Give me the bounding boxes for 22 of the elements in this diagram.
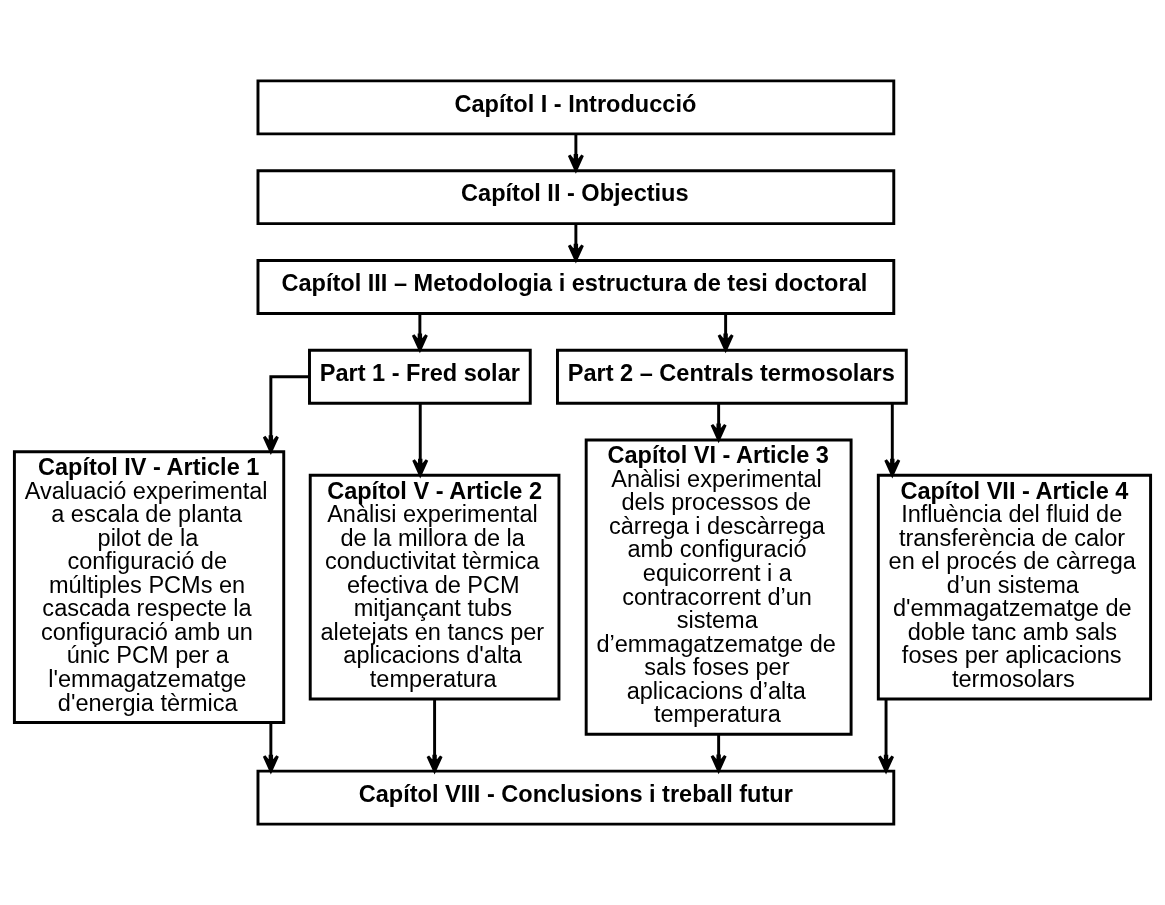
arrow xyxy=(426,699,443,773)
arrow xyxy=(710,403,727,442)
arrow xyxy=(884,403,901,477)
arrow xyxy=(877,699,895,773)
arrow xyxy=(717,313,734,352)
node-box: Capítol III – Metodologia i estructura de tesi doctoral xyxy=(256,258,896,315)
node-box: Capítol V - Article 2 Anàlisi experimental de la millora de la conductivitat tèrmica efectiva de PCM mitjançant tubs aletejats en tancs per aplicacions d'alta temperatura xyxy=(308,473,561,701)
node-box: Capítol IV - Article 1 Avaluació experimental a escala de planta pilot de la configuració de múltiples PCMs en cascada respecte la configuració amb un únic PCM per a l'emmagatzematge d'energia tèrmica xyxy=(12,450,286,725)
arrow xyxy=(710,734,727,773)
node-box: Capítol VI - Article 3 Anàlisi experimental dels processos de càrrega i descàrrega amb configuració equicorrent i a contracorrent d’un sistema d’emmagatzematge de sals foses per aplicacions d’alta temperatura xyxy=(584,438,853,736)
node-box: Capítol I - Introducció xyxy=(256,79,896,136)
node-box: Capítol II - Objectius xyxy=(256,169,896,226)
arrow xyxy=(567,224,584,262)
node-box: Part 2 – Centrals termosolars xyxy=(556,348,908,405)
arrow xyxy=(411,313,428,352)
arrow xyxy=(262,722,279,773)
node-box: Part 1 - Fred solar xyxy=(308,348,532,405)
node-box: Capítol VIII - Conclusions i treball futur xyxy=(256,769,896,826)
arrow xyxy=(567,134,584,172)
arrow xyxy=(412,403,429,477)
arrow xyxy=(262,375,310,453)
node-box: Capítol VII - Article 4 Influència del fluid de transferència de calor en el procés de càrrega d’un sistema d'emmagatzematge de doble tanc amb sals foses per aplicacions termosolars xyxy=(876,473,1153,701)
